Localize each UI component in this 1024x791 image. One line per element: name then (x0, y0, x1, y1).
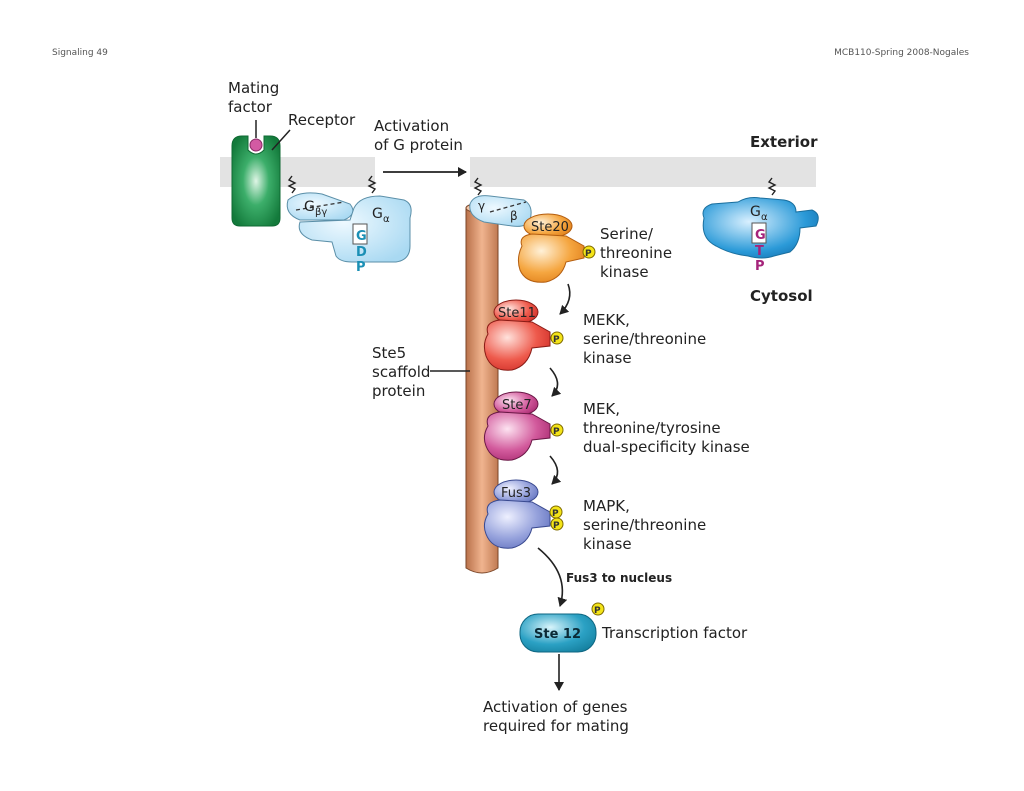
phospho-ste12-icon (591, 602, 605, 616)
fus3-nucleus-label: Fus3 to nucleus (566, 571, 672, 585)
gamma-label: γ (478, 199, 485, 213)
activation-label-2: of G protein (374, 136, 463, 154)
arrow-ste20-to-ste11 (559, 283, 571, 315)
fus3-label: Fus3 (501, 486, 531, 501)
ste20-label: Ste20 (531, 220, 569, 235)
slide-header-right: MCB110-Spring 2008-Nogales (834, 48, 969, 58)
ste12-box (519, 613, 597, 653)
fus3-desc-3: kinase (583, 535, 632, 553)
mating-factor-label-2: factor (228, 98, 273, 116)
ste7-desc-2: threonine/tyrosine (583, 419, 721, 437)
exterior-label: Exterior (750, 133, 818, 151)
gtp-t: T (755, 244, 764, 259)
gdp-box (352, 223, 368, 245)
lipid-anchor-icon (473, 177, 483, 196)
ste11-desc-2: serine/threonine (583, 330, 706, 348)
gtp-box (751, 222, 767, 244)
arrow-fus3-to-nucleus (537, 547, 568, 607)
phospho-ste11-icon (550, 331, 564, 345)
phospho-ste7-icon (550, 423, 564, 437)
ste20-body (517, 233, 585, 283)
lipid-anchor-icon (287, 175, 297, 194)
gbg-dash (295, 201, 345, 211)
ste5-label-1: Ste5 (372, 344, 406, 362)
phospho-ste7-label: P (553, 427, 560, 437)
g-bg-g-letter: G (304, 199, 315, 215)
lipid-anchor-icon (767, 177, 777, 196)
fus3-body (483, 499, 551, 549)
phospho-ste11-label: P (553, 335, 560, 345)
lipid-anchor-icon (367, 175, 377, 194)
fus3-desc-1: MAPK, (583, 497, 630, 515)
ste20-desc-1: Serine/ (600, 225, 654, 243)
activation-genes-1: Activation of genes (483, 698, 628, 716)
gdp-d: D (356, 245, 367, 260)
gdp-p: P (356, 260, 366, 275)
g-alpha-subscript-left: α (383, 214, 390, 225)
membrane-right (470, 157, 816, 187)
beta-label: β (510, 209, 518, 223)
transcription-factor-label: Transcription factor (601, 624, 748, 642)
g-alpha-subscript-right: α (761, 212, 768, 223)
fus3-desc-2: serine/threonine (583, 516, 706, 534)
ste11-desc-3: kinase (583, 349, 632, 367)
gbg-dash-right (489, 201, 527, 213)
arrow-ste11-to-ste7 (549, 367, 562, 397)
activation-label-1: Activation (374, 117, 449, 135)
phospho-fus3-1-label: P (552, 509, 559, 519)
phospho-ste12-label: P (594, 606, 601, 616)
activation-genes-2: required for mating (483, 717, 629, 735)
ste5-label-3: protein (372, 382, 425, 400)
phospho-ste20-icon (582, 245, 596, 259)
gtp-p: P (755, 259, 765, 274)
gdp-g: G (356, 229, 367, 244)
phospho-fus3-2-icon (550, 517, 564, 531)
phospho-fus3-2-label: P (553, 521, 560, 531)
g-bg-subscript: βγ (315, 207, 327, 218)
slide-header-left: Signaling 49 (52, 48, 108, 58)
ste11-label: Ste11 (498, 306, 536, 321)
receptor-leader (271, 129, 291, 151)
receptor-label: Receptor (288, 111, 356, 129)
ste5-label-2: scaffold (372, 363, 430, 381)
gtp-g: G (755, 228, 766, 243)
ste7-body (483, 411, 551, 461)
ste7-desc-1: MEK, (583, 400, 620, 418)
ste20-desc-2: threonine (600, 244, 672, 262)
g-alpha-g-letter-right: G (750, 204, 761, 220)
mating-factor-label-1: Mating (228, 79, 279, 97)
receptor-shape (231, 135, 281, 227)
ste12-label: Ste 12 (534, 627, 581, 642)
mating-factor-ball (249, 138, 263, 152)
phospho-ste20-label: P (585, 249, 592, 259)
g-alpha-g-letter-left: G (372, 206, 383, 222)
ste11-desc-1: MEKK, (583, 311, 630, 329)
arrow-ste7-to-fus3 (549, 455, 562, 485)
cytosol-label: Cytosol (750, 287, 813, 305)
ste7-desc-3: dual-specificity kinase (583, 438, 750, 456)
ste7-label: Ste7 (502, 398, 532, 413)
ste20-desc-3: kinase (600, 263, 649, 281)
ste11-body (483, 319, 551, 371)
